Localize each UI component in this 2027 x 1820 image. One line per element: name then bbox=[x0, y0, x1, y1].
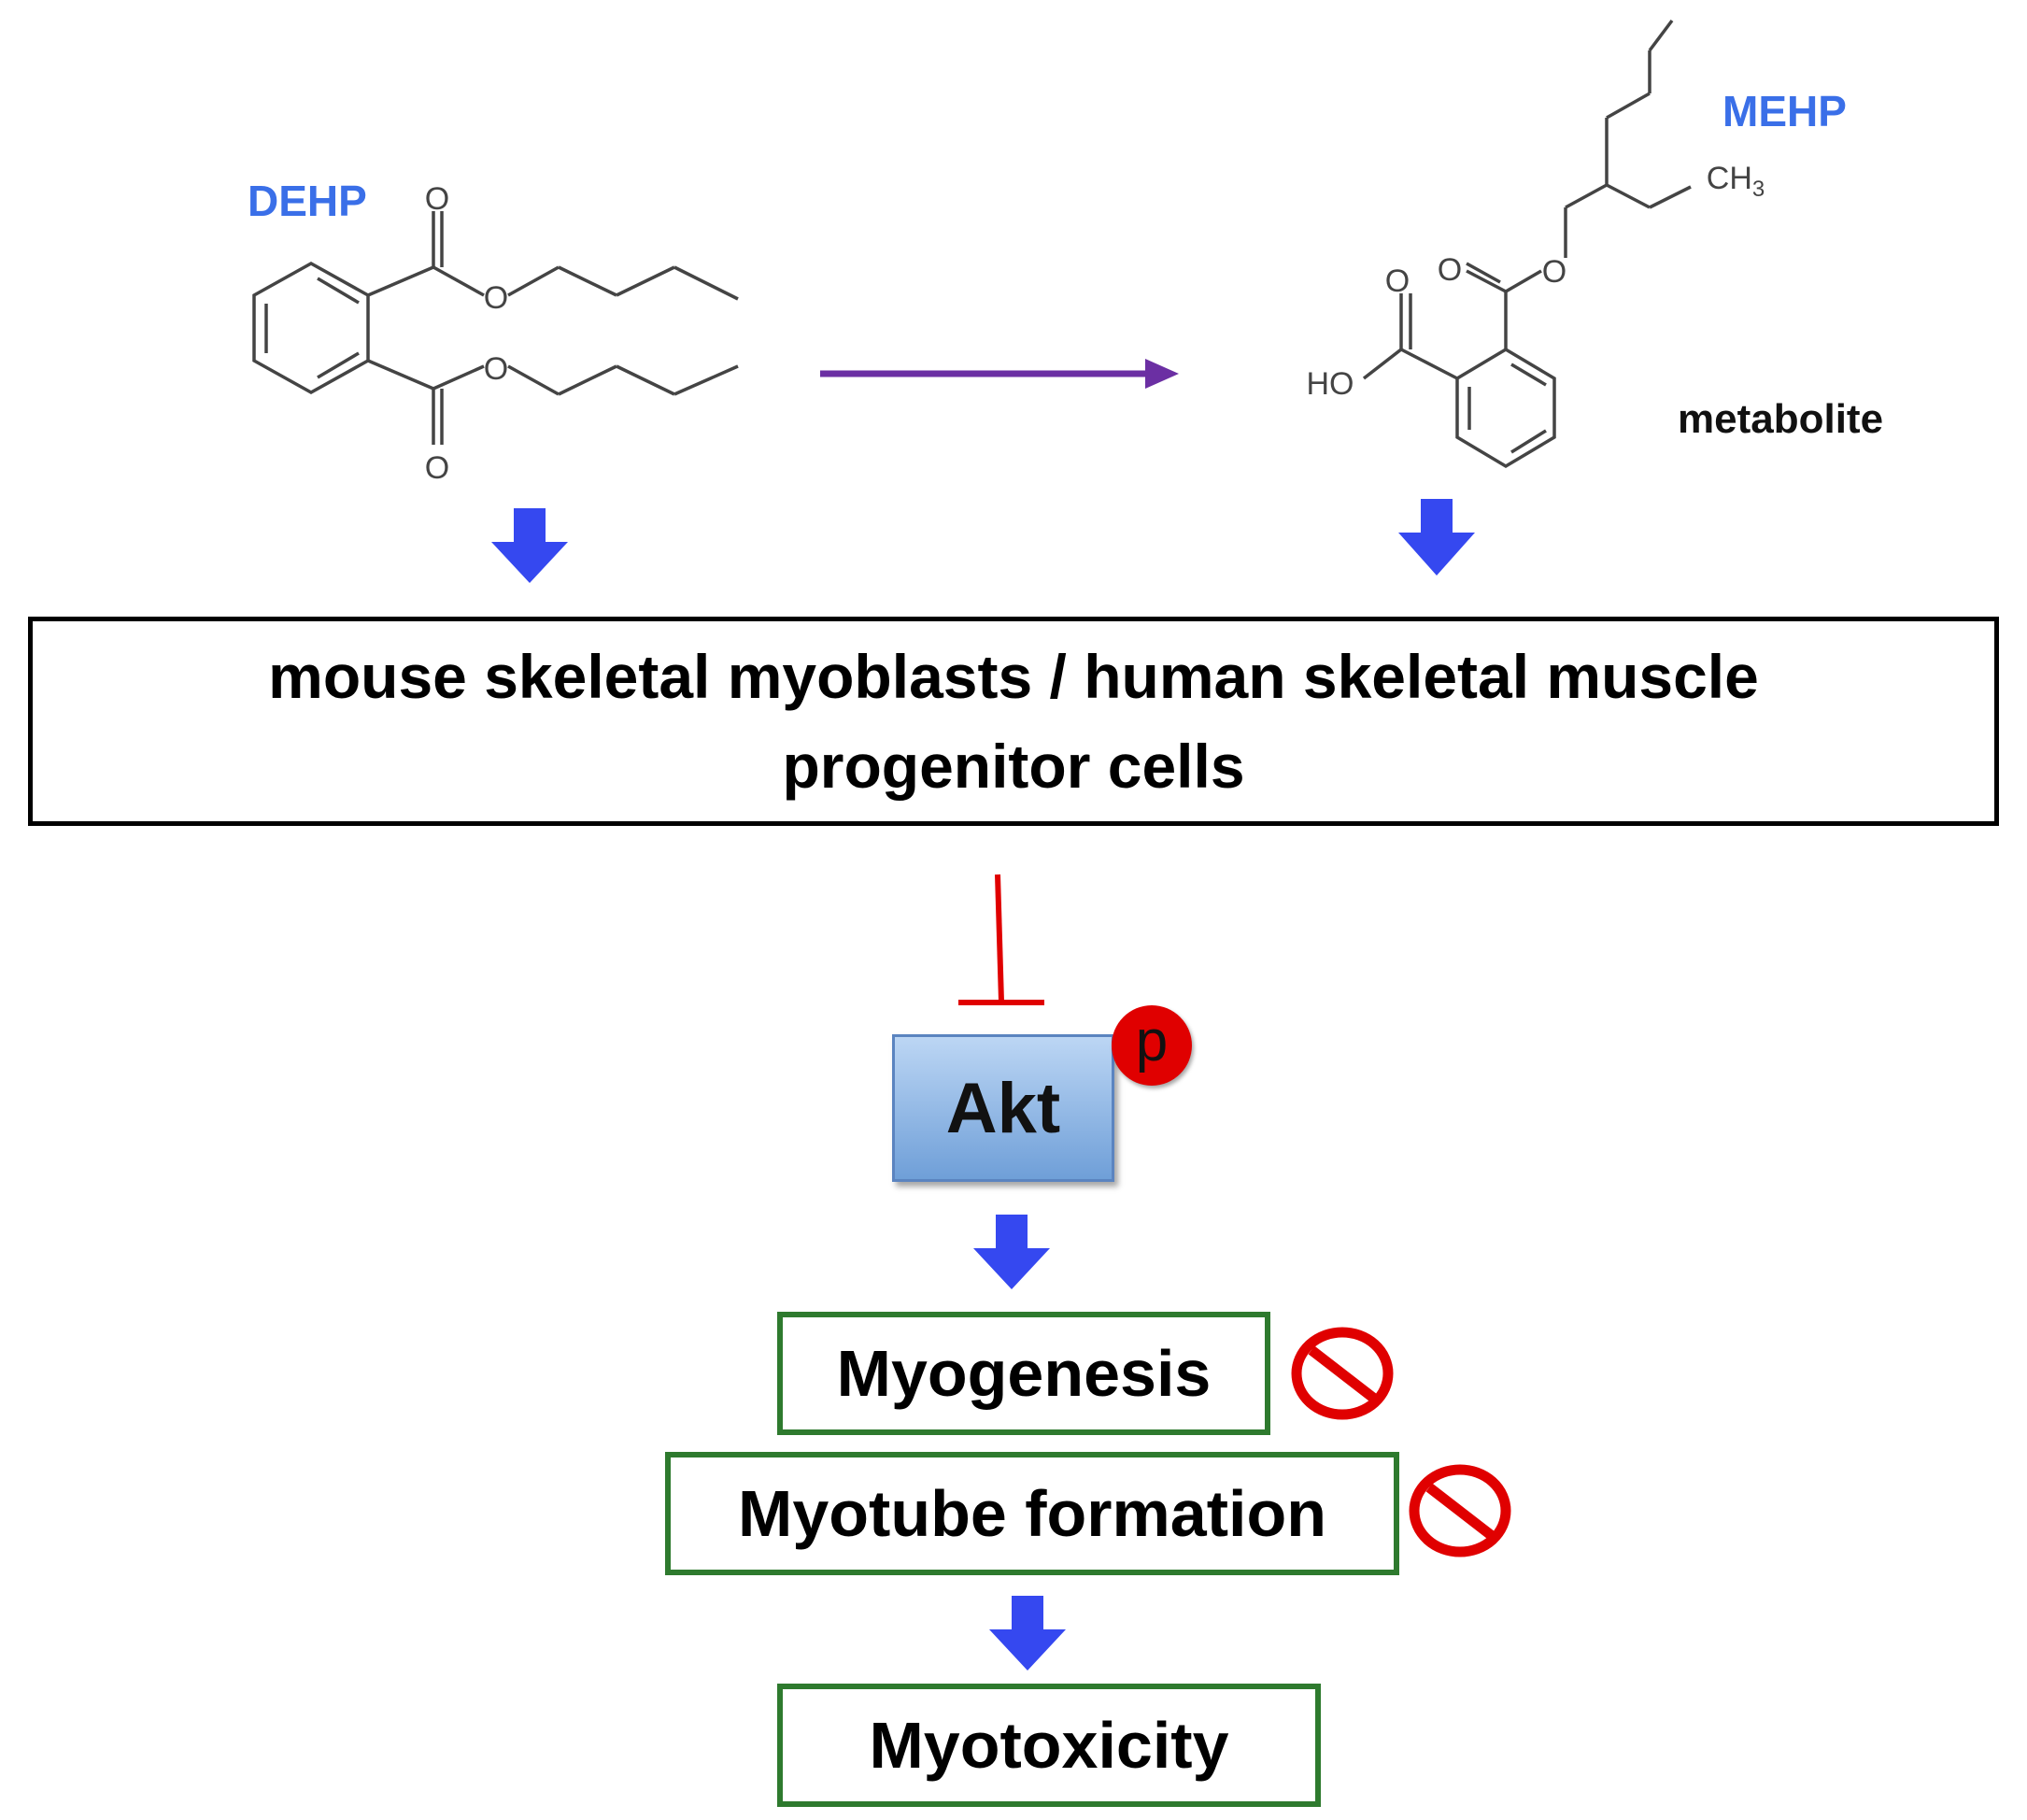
prohibited-icon bbox=[1409, 1464, 1511, 1557]
mehp-atoms: O O O HO CH3 bbox=[1307, 161, 1765, 402]
metabolite-label: metabolite bbox=[1678, 396, 1884, 442]
myotube-formation-box: Myotube formation bbox=[665, 1452, 1399, 1575]
mehp-oxygen-ester: O bbox=[1542, 254, 1566, 290]
target-cells-line2: progenitor cells bbox=[782, 732, 1245, 801]
dehp-oxygen-top: O bbox=[425, 181, 449, 217]
myotoxicity-box: Myotoxicity bbox=[777, 1684, 1321, 1807]
dehp-oxygen-ester-lower: O bbox=[484, 351, 508, 387]
target-cells-box: mouse skeletal myoblasts / human skeleta… bbox=[28, 617, 1999, 826]
mehp-hydroxyl: HO bbox=[1307, 366, 1354, 402]
down-arrow-icon bbox=[989, 1596, 1066, 1671]
right-arrow-icon bbox=[820, 359, 1179, 389]
akt-node: Akt bbox=[892, 1034, 1114, 1182]
myogenesis-label: Myogenesis bbox=[836, 1337, 1212, 1410]
akt-label: Akt bbox=[945, 1068, 1061, 1148]
myotoxicity-label: Myotoxicity bbox=[869, 1709, 1229, 1782]
prohibited-icon bbox=[1291, 1327, 1394, 1420]
down-arrow-icon bbox=[1398, 499, 1475, 576]
dehp-oxygen-ester-upper: O bbox=[484, 280, 508, 316]
dehp-oxygen-atoms: O O O O bbox=[425, 181, 508, 486]
myogenesis-box: Myogenesis bbox=[777, 1312, 1270, 1435]
dehp-oxygen-bottom: O bbox=[425, 450, 449, 486]
mehp-oxygen-acid: O bbox=[1385, 263, 1410, 299]
mehp-structure bbox=[1362, 19, 1692, 469]
myotube-formation-label: Myotube formation bbox=[738, 1477, 1326, 1550]
mehp-methyl: CH3 bbox=[1707, 161, 1765, 202]
dehp-label: DEHP bbox=[248, 177, 367, 225]
phosphorylation-label: p bbox=[1135, 1008, 1169, 1074]
mehp-label: MEHP bbox=[1722, 87, 1847, 135]
phosphorylation-badge: p bbox=[1112, 1005, 1192, 1086]
down-arrow-icon bbox=[973, 1215, 1050, 1289]
dehp-structure bbox=[252, 211, 739, 445]
mehp-oxygen-carbonyl: O bbox=[1438, 252, 1462, 288]
target-cells-line1: mouse skeletal myoblasts / human skeleta… bbox=[268, 642, 1759, 711]
t-bar-inhibition-icon bbox=[958, 874, 1044, 1005]
down-arrow-icon bbox=[491, 508, 568, 583]
